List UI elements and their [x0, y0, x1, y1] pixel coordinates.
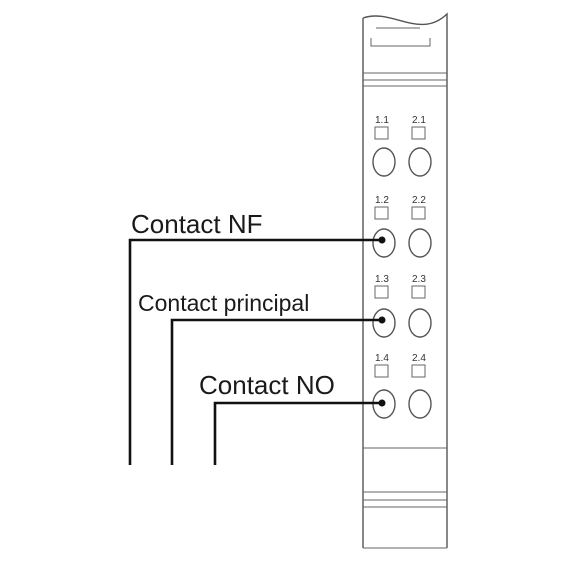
terminal-marker [411, 285, 426, 299]
screw-terminal [408, 308, 432, 338]
housing-outline [362, 12, 448, 548]
screw-terminal [372, 228, 396, 258]
terminal-label: 2.3 [412, 274, 426, 285]
terminal-label: 1.4 [375, 353, 389, 364]
label-contact-principal: Contact principal [138, 290, 309, 316]
terminal-block: 1.1 2.1 1.2 2.2 1.3 2.3 1.4 2.4 [362, 12, 448, 549]
screw-terminal [372, 308, 396, 338]
screw-terminal [408, 389, 432, 419]
wire-no-endpoint [378, 399, 386, 407]
terminal-marker [374, 206, 389, 220]
label-contact-nf: Contact NF [131, 209, 263, 239]
label-contact-no: Contact NO [199, 370, 335, 400]
terminal-label: 2.2 [412, 195, 426, 206]
wire-nf-endpoint [378, 236, 386, 244]
screw-terminal [408, 147, 432, 177]
terminal-label: 1.3 [375, 274, 389, 285]
terminal-label: 2.1 [412, 115, 426, 126]
terminal-marker [411, 206, 426, 220]
terminal-label: 2.4 [412, 353, 426, 364]
housing-top-detail [370, 27, 431, 47]
wire-nf [128, 238, 382, 465]
terminal-label: 1.1 [375, 115, 389, 126]
wire-principal-endpoint [378, 316, 386, 324]
terminal-marker [374, 126, 389, 140]
terminal-marker [411, 126, 426, 140]
wire-no [213, 401, 382, 465]
screw-terminal [372, 147, 396, 177]
terminal-marker [411, 364, 426, 378]
terminal-label: 1.2 [375, 195, 389, 206]
terminal-marker [374, 285, 389, 299]
screw-terminal [408, 228, 432, 258]
wire-principal [170, 318, 382, 465]
terminal-marker [374, 364, 389, 378]
